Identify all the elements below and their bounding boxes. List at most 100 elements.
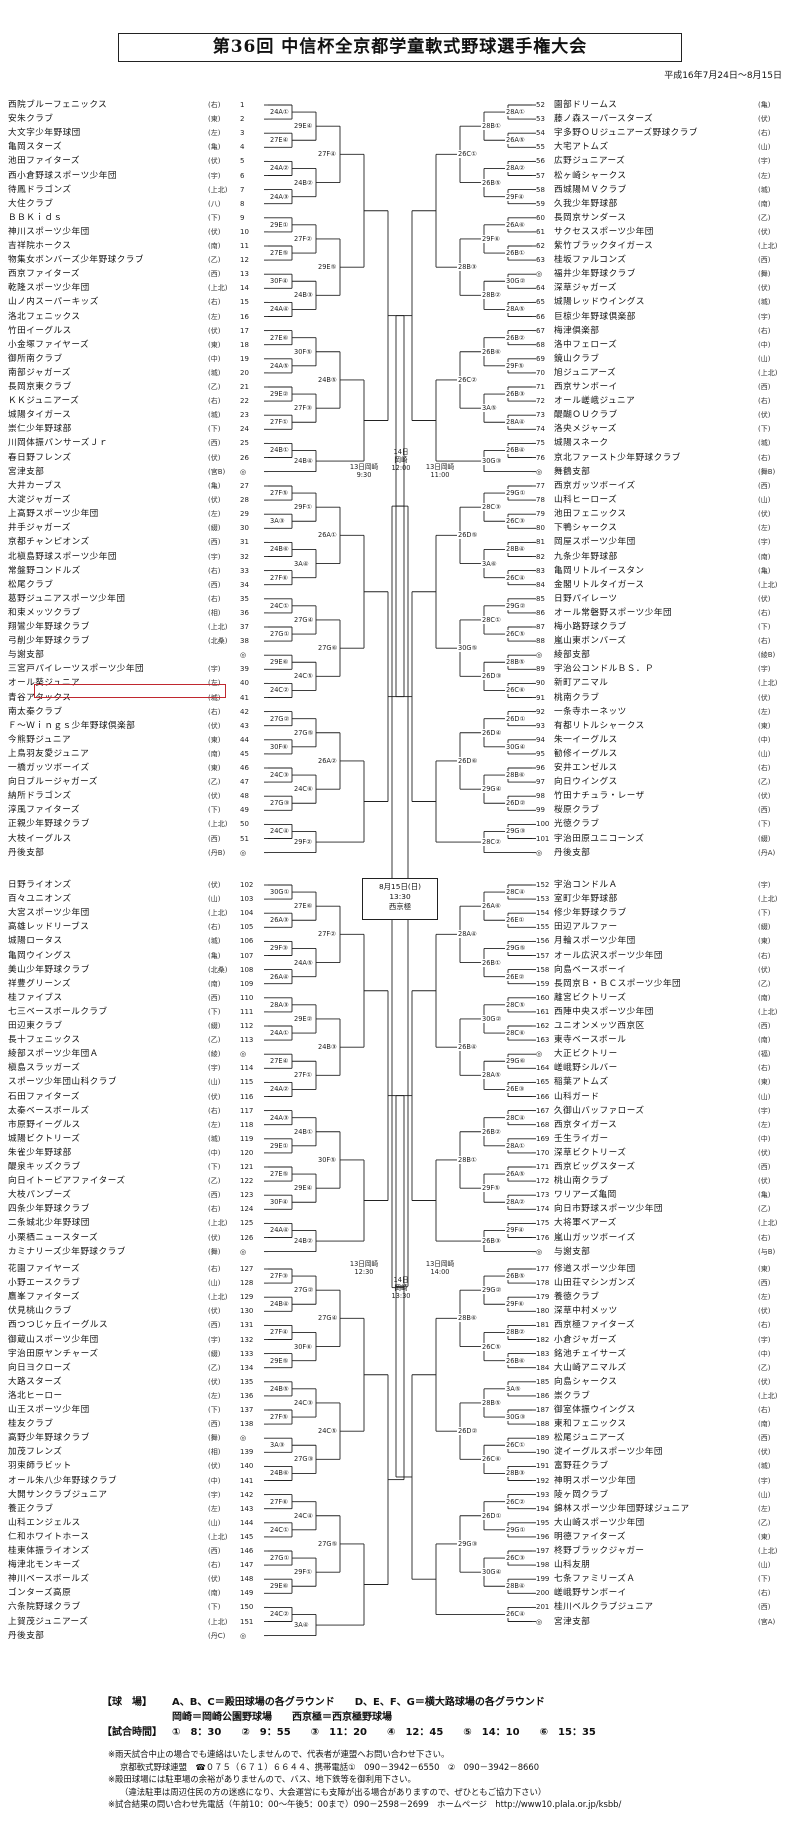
team-name: 七条ファミリーズＡ	[554, 1574, 636, 1585]
team-number: 21	[240, 383, 249, 391]
team-area: (福)	[758, 1050, 771, 1059]
team-area: (中)	[758, 1349, 771, 1358]
team-area: (伏)	[208, 1377, 221, 1386]
team-name: 鏡山クラブ	[554, 353, 600, 364]
team-name: 宇治コンドルＡ	[554, 880, 618, 890]
team-area: (伏)	[758, 965, 771, 974]
team-number: 171	[536, 1163, 550, 1171]
team-name: 大正ビクトリー	[554, 1049, 618, 1060]
team-row: 深草ジャガーズ(伏)64	[536, 281, 794, 295]
game-label: 26E③	[505, 1085, 526, 1094]
game-label: 30F⑥	[269, 742, 290, 751]
team-name: 今熊野ジュニア	[8, 734, 72, 745]
team-name: 長岡京サンダース	[554, 212, 627, 223]
team-row: 御室体振ウイングス(右)187	[536, 1403, 794, 1417]
team-area: (下)	[758, 623, 771, 631]
team-name: 宇治田原ユニコーンズ	[554, 833, 645, 844]
team-row: 松ヶ崎シャークス(左)57	[536, 169, 794, 183]
time-line: ① 8：30 ② 9：55 ③ 11：20 ④ 12：45 ⑤ 14：10 ⑥ …	[172, 1727, 596, 1738]
team-row: 桂東体振ライオンズ(西)146	[8, 1544, 264, 1558]
team-name: 養正クラブ	[8, 1503, 54, 1514]
team-row: オール嵯峨ジュニア(右)72	[536, 394, 794, 408]
team-name: 三宮戸パイレーツスポーツ少年団	[8, 664, 145, 675]
team-row: 城陽ビクトリーズ(城)119	[8, 1132, 264, 1146]
team-row: 四条少年野球クラブ(右)124	[8, 1202, 264, 1216]
game-label: 26B⑤	[481, 178, 502, 187]
team-row: 田辺東クラブ(綴)112	[8, 1019, 264, 1033]
game-label: 24C⑤	[293, 672, 314, 681]
game-label: 24A②	[269, 1085, 290, 1094]
team-number: 181	[536, 1321, 550, 1330]
team-name: 向日ブルージャガーズ	[8, 777, 98, 788]
game-label: 29E⑥	[269, 1582, 290, 1591]
game-label: 27F③	[293, 404, 314, 413]
team-number: 156	[536, 937, 550, 946]
page-title: 第36回 中信杯全京都学童軟式野球選手権大会	[118, 33, 682, 62]
game-label: 27G②	[269, 714, 291, 723]
team-area: (右)	[758, 764, 771, 772]
team-number: 194	[536, 1504, 550, 1513]
game-label: 24A①	[269, 1029, 290, 1038]
team-area: (上北)	[208, 909, 228, 918]
team-row: 深草ビクトリーズ(伏)170	[536, 1146, 794, 1160]
team-number: 55	[536, 143, 545, 152]
team-area: (西)	[758, 1434, 771, 1443]
team-area: (宇)	[758, 881, 771, 889]
team-area: (上北)	[758, 580, 778, 589]
team-number: 108	[240, 965, 254, 974]
team-row: 離宮ビクトリーズ(南)160	[536, 991, 794, 1005]
game-label: 29E②	[293, 1014, 314, 1023]
team-row: 小金塚ファイヤーズ(東)18	[8, 338, 264, 352]
team-row: 三宮戸パイレーツスポーツ少年団(宇)39	[8, 662, 264, 676]
team-area: (乙)	[208, 1363, 221, 1372]
team-name: 仁和ホワイトホース	[8, 1531, 90, 1542]
team-area: (伏)	[208, 227, 221, 236]
team-area: (上北)	[208, 284, 228, 293]
game-label: 28A②	[505, 1198, 526, 1207]
team-row: 宇多野ＯＵジュニアーズ野球クラブ(右)54	[536, 126, 794, 140]
team-area: (下)	[208, 1603, 221, 1612]
team-number: 20	[240, 368, 249, 377]
team-area: (乙)	[758, 979, 771, 988]
team-row: 梅小路野球クラブ(下)87	[536, 620, 794, 634]
team-number: 45	[240, 749, 249, 758]
team-row: カミナリーズ少年野球クラブ(舞)◎	[8, 1245, 264, 1259]
team-number: 124	[240, 1205, 254, 1214]
team-row: 西京ガッツボーイズ(西)77	[536, 479, 794, 493]
team-name: 正親少年野球クラブ	[8, 819, 90, 830]
team-name: オール常磐野スポーツ少年団	[554, 607, 673, 618]
team-area: (乙)	[758, 1518, 771, 1527]
game-label: 26A②	[317, 756, 338, 765]
legend: 【球 場】A、B、C＝殿田球場の各グラウンド D、E、F、G＝横大路球場の各グラ…	[102, 1695, 596, 1740]
team-number: 29	[240, 510, 249, 519]
game-label: 30G③	[505, 1413, 527, 1422]
team-name: 山田荘マシンガンズ	[554, 1278, 636, 1289]
note-2: 京都軟式野球連盟 ☎０７５（６７１）６６４４、携帯電話① 090－3942－65…	[120, 1761, 540, 1772]
team-row: 梅津俱楽部(右)67	[536, 324, 794, 338]
game-label: 24A②	[269, 164, 290, 173]
game-label: 24C③	[269, 771, 290, 780]
game-label: 26C③	[505, 517, 526, 526]
team-name: 小金塚ファイヤーズ	[8, 339, 90, 350]
team-area: (亀)	[208, 951, 221, 960]
team-number: 161	[536, 1007, 550, 1016]
team-row: 与謝支部◎	[8, 648, 264, 662]
team-number: 65	[536, 298, 545, 307]
team-name: 桂友クラブ	[8, 1419, 54, 1430]
team-name: 二条城北少年野球団	[8, 1218, 90, 1229]
team-row: ゴンターズ高原(南)149	[8, 1586, 264, 1600]
team-row: 桂ファイブス(西)110	[8, 991, 264, 1005]
team-area: (城)	[208, 411, 221, 420]
team-number: ◎	[536, 1247, 543, 1256]
team-number: 95	[536, 749, 545, 758]
team-number: 155	[536, 923, 550, 932]
team-number: 132	[240, 1335, 254, 1344]
team-number: 22	[240, 397, 249, 406]
team-name: 葛野ジュニアスポーツ少年団	[8, 593, 126, 604]
team-area: (綴)	[758, 834, 771, 843]
team-name: 桂坂ファルコンズ	[554, 255, 627, 266]
team-name: 桜原クラブ	[554, 805, 600, 816]
game-label: 27G⑥	[317, 644, 339, 653]
team-number: 74	[536, 425, 545, 434]
